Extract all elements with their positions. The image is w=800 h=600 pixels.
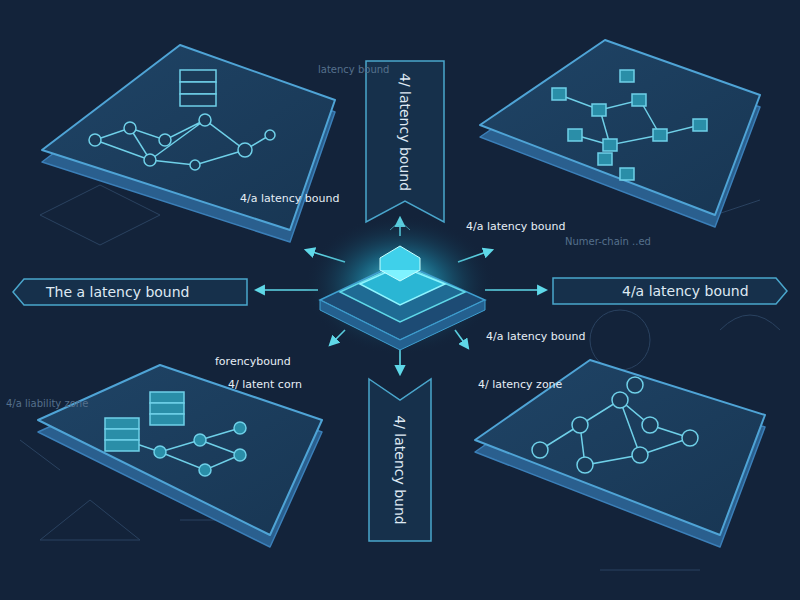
arrow-label: forencybound	[215, 355, 291, 368]
banner-box: 4/a latency bound	[552, 277, 788, 305]
arrow-label: 4/a latency bound	[486, 330, 585, 343]
arrow-label: 4/ latent corn	[228, 378, 302, 391]
panel	[475, 360, 765, 547]
banner-box: 4/ latency bund	[368, 378, 432, 542]
banner-text: 4/a latency bound	[622, 283, 749, 299]
arrow-label: 4/a latency bound	[240, 192, 339, 205]
background-note: latency bound	[318, 64, 389, 75]
arrow-label: 4/ latency zone	[478, 378, 562, 391]
panel	[480, 40, 760, 227]
panel	[42, 45, 335, 242]
banner-text: 4/ latency bund	[392, 415, 408, 524]
panel	[38, 365, 322, 547]
banner-box: 4/ latency bound	[365, 60, 445, 223]
banner-box: The a latency bound	[12, 278, 248, 306]
banner-text: The a latency bound	[46, 284, 189, 300]
background-note: 4/a liability zone	[6, 398, 88, 409]
banner-text: 4/ latency bound	[397, 73, 413, 191]
background-note: Numer-chain ..ed	[565, 236, 651, 247]
chip	[305, 215, 495, 355]
background-sketch	[20, 170, 780, 570]
arrow-label: 4/a latency bound	[466, 220, 565, 233]
